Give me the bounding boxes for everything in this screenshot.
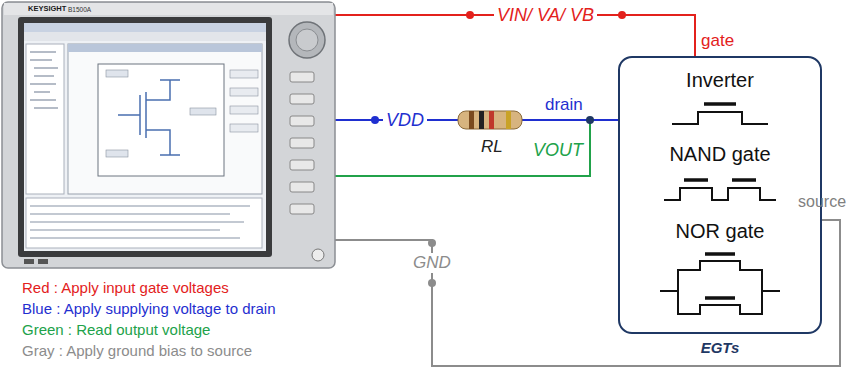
field-box	[106, 150, 128, 157]
resistor-band	[489, 111, 494, 129]
window-title-bar	[24, 23, 266, 32]
gate-bar	[704, 102, 736, 106]
component-name: RL	[481, 137, 503, 157]
field-box	[190, 108, 216, 115]
resistor-band	[479, 111, 484, 129]
gate-bar	[684, 178, 708, 182]
model-number: B1500A	[68, 6, 91, 13]
knob-center	[296, 29, 318, 51]
terminal-name: gate	[701, 31, 734, 51]
field-box	[106, 70, 128, 77]
gate-bar	[705, 296, 735, 300]
front-button	[290, 182, 314, 192]
gate-bar	[732, 178, 756, 182]
screen	[24, 23, 266, 251]
nor-symbol	[660, 261, 780, 314]
analyzer-illustration	[2, 2, 335, 268]
schematic-panel	[98, 64, 224, 176]
connector-group	[335, 15, 840, 366]
resistor-symbol	[458, 111, 522, 129]
legend-entry: Blue : Apply supplying voltage to drain	[22, 300, 276, 318]
toolbar	[24, 32, 266, 41]
field-box	[230, 106, 258, 114]
terminal-name: drain	[545, 95, 583, 115]
usb-port	[38, 259, 48, 264]
transistor-sketch	[118, 80, 180, 155]
tree-panel	[26, 44, 64, 194]
terminal-dot	[466, 11, 474, 19]
signal-name: VIN/ VA/ VB	[494, 5, 597, 26]
front-button	[290, 160, 314, 170]
field-box	[230, 88, 258, 96]
legend-text: Blue : Apply supplying voltage to drain	[22, 300, 276, 317]
semiconductor-analyzer: KEYSIGHTB1500A	[2, 2, 335, 268]
signal-name: VOUT	[530, 140, 586, 161]
rotary-knob	[289, 22, 325, 58]
terminal-dot	[618, 11, 626, 19]
legend-entry: Gray : Apply ground bias to source	[22, 342, 252, 360]
front-button	[290, 116, 314, 126]
box-heading: EGTs	[701, 339, 740, 356]
nand-symbol	[664, 188, 776, 200]
gate-bar	[705, 252, 735, 256]
front-button	[290, 72, 314, 82]
resistor-band	[469, 111, 474, 129]
gate-type-label: NOR gate	[676, 220, 765, 243]
junction-dot	[586, 116, 594, 124]
result-lines	[30, 206, 250, 238]
legend-entry: Green : Read output voltage	[22, 321, 210, 339]
tree-lines	[30, 52, 58, 108]
legend-text: Green : Read output voltage	[22, 321, 210, 338]
front-button	[290, 204, 314, 214]
terminal-dot	[371, 116, 379, 124]
instrument-top-strip	[4, 3, 333, 15]
field-box	[230, 124, 258, 132]
ground-wire	[335, 220, 840, 366]
egt-symbols	[660, 104, 780, 314]
inverter-symbol	[672, 112, 768, 124]
brand-logo: KEYSIGHT	[28, 5, 66, 14]
usb-port	[24, 259, 34, 264]
egt-box: InverterNAND gateNOR gateEGTs	[618, 56, 822, 334]
resistor-band	[506, 111, 511, 129]
terminal-dots	[371, 11, 626, 287]
gate-type-label: Inverter	[686, 69, 754, 92]
instrument-body	[2, 2, 335, 268]
terminal-dot	[428, 239, 436, 247]
legend-entry: Red : Apply input gate voltages	[22, 279, 229, 297]
terminal-dot	[428, 279, 436, 287]
power-button	[312, 249, 324, 261]
result-list	[26, 198, 262, 248]
legend-text: Gray : Apply ground bias to source	[22, 342, 252, 359]
screen-bezel	[18, 17, 272, 257]
signal-name: GND	[410, 253, 454, 273]
legend-text: Red : Apply input gate voltages	[22, 279, 229, 296]
setup-title-bar	[68, 44, 262, 52]
load-resistor	[458, 111, 522, 129]
front-button	[290, 94, 314, 104]
field-box	[230, 70, 258, 78]
setup-window	[68, 44, 262, 194]
terminal-name: source	[798, 193, 846, 211]
signal-name: VDD	[383, 110, 427, 131]
gate-type-label: NAND gate	[669, 143, 770, 166]
front-button	[290, 138, 314, 148]
